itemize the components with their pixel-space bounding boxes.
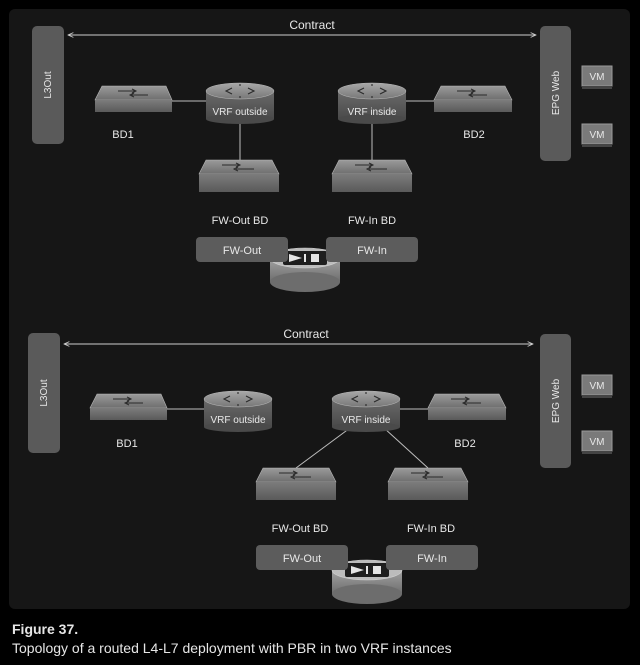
bottom-fw-out-interface[interactable] xyxy=(256,545,348,570)
top-fw-out-bd-switch[interactable] xyxy=(198,159,280,192)
bottom-epg-block[interactable] xyxy=(540,334,571,468)
svg-text:VM: VM xyxy=(590,72,605,83)
figure-number: Figure 37. xyxy=(12,621,79,637)
svg-text:VRF outside: VRF outside xyxy=(212,107,267,118)
bottom-fw-in-bd-label: FW-In BD xyxy=(407,523,455,535)
bottom-epg-label: EPG Web xyxy=(551,378,562,423)
top-vrf-inside-router[interactable]: VRF inside xyxy=(337,82,407,124)
bottom-firewall[interactable] xyxy=(331,559,403,604)
top-firewall[interactable] xyxy=(269,247,341,292)
top-bd2-switch[interactable] xyxy=(433,85,513,112)
figure-caption: Figure 37. Topology of a routed L4-L7 de… xyxy=(12,620,452,658)
top-contract-label: Contract xyxy=(289,18,335,32)
top-l3out-block[interactable] xyxy=(32,26,64,144)
top-fw-in-bd-switch[interactable] xyxy=(331,159,413,192)
svg-text:VRF inside: VRF inside xyxy=(342,415,391,426)
figure-caption-text: Topology of a routed L4-L7 deployment wi… xyxy=(12,640,452,656)
bottom-bd2-switch[interactable] xyxy=(427,393,507,420)
bottom-contract-label: Contract xyxy=(283,327,329,341)
svg-text:VM: VM xyxy=(590,381,605,392)
bottom-vrf-outside-router[interactable]: VRF outside xyxy=(203,390,273,432)
bottom-bd1-switch[interactable] xyxy=(89,393,168,420)
top-epg-label: EPG Web xyxy=(551,70,562,115)
top-l3out-label: L3Out xyxy=(43,71,54,98)
svg-text:FW-Out: FW-Out xyxy=(223,245,261,257)
svg-text:FW-In: FW-In xyxy=(417,553,447,565)
top-diagram: Contract L3Out EPG Web VM VM BD1 xyxy=(32,18,613,292)
bottom-link-vrfin-fwoutbd xyxy=(295,427,351,469)
bottom-link-vrfin-fwinbd xyxy=(383,427,429,469)
top-vm-1[interactable]: VM xyxy=(581,65,613,89)
svg-text:VM: VM xyxy=(590,437,605,448)
bottom-vm-1[interactable]: VM xyxy=(581,374,613,398)
top-bd2-label: BD2 xyxy=(463,129,484,141)
bottom-diagram: Contract L3Out EPG Web VM VM BD1 xyxy=(28,327,613,604)
top-bd1-label: BD1 xyxy=(112,129,133,141)
bottom-fw-in-bd-switch[interactable] xyxy=(387,467,469,500)
top-fw-in-bd-label: FW-In BD xyxy=(348,215,396,227)
bottom-fw-out-bd-label: FW-Out BD xyxy=(272,523,329,535)
top-vm-2[interactable]: VM xyxy=(581,123,613,147)
bottom-vm-2[interactable]: VM xyxy=(581,430,613,454)
svg-text:VRF inside: VRF inside xyxy=(348,107,397,118)
bottom-vrf-inside-router[interactable]: VRF inside xyxy=(331,390,401,432)
top-vrf-outside-router[interactable]: VRF outside xyxy=(205,82,275,124)
svg-text:FW-Out: FW-Out xyxy=(283,553,321,565)
svg-text:VM: VM xyxy=(590,130,605,141)
bottom-bd1-label: BD1 xyxy=(116,438,137,450)
svg-text:VRF outside: VRF outside xyxy=(210,415,265,426)
bottom-l3out-label: L3Out xyxy=(39,379,50,406)
bottom-fw-in-interface[interactable] xyxy=(386,545,478,570)
svg-text:FW-In: FW-In xyxy=(357,245,387,257)
bottom-bd2-label: BD2 xyxy=(454,438,475,450)
top-fw-out-interface[interactable] xyxy=(196,237,288,262)
bottom-fw-out-bd-switch[interactable] xyxy=(255,467,337,500)
top-epg-block[interactable] xyxy=(540,26,571,161)
top-fw-out-bd-label: FW-Out BD xyxy=(212,215,269,227)
top-fw-in-interface[interactable] xyxy=(326,237,418,262)
top-bd1-switch[interactable] xyxy=(94,85,173,112)
bottom-l3out-block[interactable] xyxy=(28,333,60,453)
